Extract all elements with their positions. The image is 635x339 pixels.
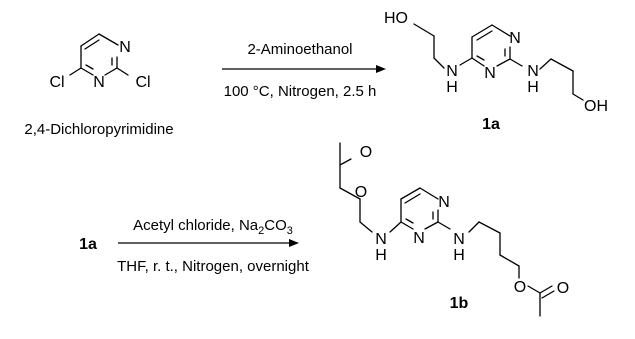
bond xyxy=(471,57,485,67)
atom-h: H xyxy=(453,247,465,264)
reaction-arrow-step2 xyxy=(118,239,299,247)
atom-o: O xyxy=(360,144,372,161)
bond xyxy=(572,93,584,101)
atom-h: H xyxy=(375,247,387,264)
bond xyxy=(527,285,541,294)
bond xyxy=(400,221,414,230)
bond xyxy=(419,187,439,200)
atom-o: O xyxy=(514,279,526,296)
step1-reagent: 2-Aminoethanol xyxy=(247,41,352,58)
bond xyxy=(359,221,373,233)
atom-n: N xyxy=(375,231,387,248)
atom-oh: OH xyxy=(584,98,608,115)
molecule-1b: O O N H N N N H O O xyxy=(339,142,569,317)
bond xyxy=(471,24,493,38)
bond xyxy=(80,33,100,47)
bond xyxy=(539,285,553,294)
bond xyxy=(116,67,129,76)
bond xyxy=(437,221,451,230)
step2-conditions: THF, r. t., Nitrogen, overnight xyxy=(117,258,310,275)
bond xyxy=(424,221,439,230)
atom-n: N xyxy=(509,30,521,47)
atom-cl: Cl xyxy=(135,74,150,91)
arrow-head xyxy=(289,239,299,247)
atom-n: N xyxy=(484,65,496,82)
bond xyxy=(400,187,421,200)
atom-n: N xyxy=(527,63,539,80)
bond xyxy=(491,24,511,37)
bond xyxy=(509,58,523,67)
step2-reagent-sub-1: 2 xyxy=(258,225,264,237)
bond xyxy=(539,58,552,70)
product1-label: 1a xyxy=(482,116,500,133)
bond xyxy=(84,39,100,50)
bond xyxy=(413,23,435,37)
reaction-arrow-step1 xyxy=(222,65,386,73)
bond xyxy=(69,67,82,76)
step1-conditions: 100 °C, Nitrogen, 2.5 h xyxy=(224,83,377,100)
molecule-1a: N N N H N H HO OH xyxy=(384,10,608,115)
bond xyxy=(404,193,421,204)
atom-n: N xyxy=(413,230,425,247)
atom-n: N xyxy=(438,194,450,211)
atom-n: N xyxy=(446,63,458,80)
atom-h: H xyxy=(527,79,539,96)
bond xyxy=(459,57,473,66)
bond xyxy=(541,290,555,299)
atom-h: H xyxy=(446,79,458,96)
step2-reagent-prefix: Acetyl chloride, Na xyxy=(133,217,259,234)
atom-cl: Cl xyxy=(49,74,64,91)
bond xyxy=(476,30,493,41)
atom-ho: HO xyxy=(384,10,408,27)
atom-n: N xyxy=(453,231,465,248)
atom-n: N xyxy=(119,39,131,56)
bond xyxy=(389,221,402,233)
bond xyxy=(476,55,485,61)
bond xyxy=(104,67,118,76)
bond xyxy=(80,67,94,76)
atom-o: O xyxy=(355,184,367,201)
bond xyxy=(478,221,501,234)
bond xyxy=(98,33,119,46)
atom-n: N xyxy=(93,74,105,91)
bond xyxy=(499,254,520,267)
bond xyxy=(468,221,480,233)
step2-reagent: Acetyl chloride, Na2CO3 xyxy=(133,217,293,237)
bond xyxy=(496,58,511,67)
atom-o: O xyxy=(557,280,569,297)
step2-reagent-mid: CO xyxy=(264,217,287,234)
bond xyxy=(339,187,361,200)
molecule-2-4-dichloropyrimidine: N N Cl Cl xyxy=(49,33,151,91)
bond xyxy=(339,158,352,166)
starting-material-name: 2,4-Dichloropyrimidine xyxy=(24,121,173,138)
step2-reactant-label: 1a xyxy=(79,236,97,253)
bond xyxy=(550,58,574,72)
bond xyxy=(85,64,94,70)
arrow-head xyxy=(376,65,386,73)
bond xyxy=(405,218,414,224)
product2-label: 1b xyxy=(450,295,469,312)
bond xyxy=(433,57,445,69)
step2-reagent-sub-2: 3 xyxy=(287,225,293,237)
